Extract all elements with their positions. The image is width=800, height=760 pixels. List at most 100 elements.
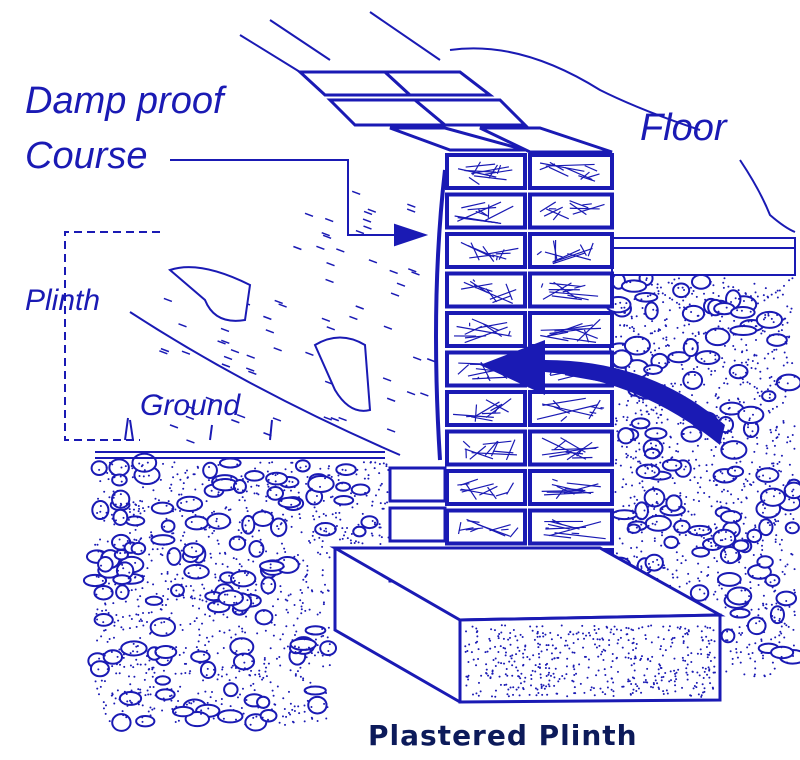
grain — [687, 510, 690, 513]
grain — [281, 633, 284, 636]
grain — [335, 525, 338, 528]
grain — [141, 587, 144, 590]
grain — [145, 672, 148, 675]
grain — [157, 469, 160, 472]
grain — [135, 625, 138, 628]
grain — [207, 640, 210, 643]
grain — [651, 655, 654, 658]
grain — [540, 683, 543, 686]
grain — [706, 574, 709, 577]
grain — [262, 676, 265, 679]
plaster-stroke — [426, 358, 436, 363]
grain — [191, 511, 194, 514]
pebble — [277, 496, 302, 509]
pebble — [694, 350, 721, 365]
brick-texture — [566, 441, 593, 461]
grain — [520, 672, 523, 675]
grain — [696, 491, 699, 494]
grain — [195, 617, 198, 620]
grain — [117, 619, 120, 622]
pebble — [217, 589, 244, 607]
grain — [266, 592, 269, 595]
grain — [745, 497, 748, 500]
grain — [240, 475, 243, 478]
grain — [748, 643, 751, 646]
grain — [99, 574, 102, 577]
brick-texture — [549, 291, 599, 297]
grain — [265, 666, 268, 669]
grain — [544, 663, 547, 666]
grain — [504, 673, 507, 676]
grain — [751, 651, 754, 654]
grain — [213, 529, 216, 532]
grain — [288, 480, 291, 483]
grain — [509, 686, 512, 689]
grain — [670, 382, 673, 385]
grain — [385, 463, 388, 466]
grain — [244, 524, 247, 527]
grain — [299, 517, 302, 520]
grain — [270, 621, 273, 624]
grain — [724, 432, 727, 435]
grain — [309, 681, 312, 684]
grain — [138, 540, 141, 543]
grain — [761, 544, 764, 547]
grain — [380, 536, 383, 539]
pebble — [113, 549, 129, 561]
grain — [101, 551, 104, 554]
grain — [764, 482, 767, 485]
grain — [310, 487, 313, 490]
grain — [168, 487, 171, 490]
grain — [687, 654, 690, 657]
grain — [122, 544, 125, 547]
grain — [234, 487, 237, 490]
grain — [132, 501, 135, 504]
grain — [255, 492, 258, 495]
grain — [183, 531, 186, 534]
grain — [382, 462, 385, 465]
grain — [245, 506, 248, 509]
plaster-stroke — [407, 203, 416, 208]
grain — [664, 649, 667, 652]
grain — [247, 558, 250, 561]
grain — [633, 336, 636, 339]
grain — [276, 559, 279, 562]
grain — [627, 678, 630, 681]
grain — [493, 629, 496, 632]
grain — [193, 620, 196, 623]
grain — [190, 546, 193, 549]
grain — [534, 687, 537, 690]
brick-texture — [554, 532, 606, 540]
grain — [257, 493, 260, 496]
grain — [554, 667, 557, 670]
grain — [247, 649, 250, 652]
grain — [700, 630, 703, 633]
plaster-stroke — [273, 347, 282, 352]
pebble — [775, 373, 800, 392]
grain — [710, 314, 713, 317]
grain — [138, 507, 141, 510]
grain — [558, 678, 561, 681]
grain — [678, 533, 681, 536]
grain — [195, 550, 198, 553]
grain — [280, 522, 283, 525]
grain — [615, 656, 618, 659]
grain — [773, 667, 776, 670]
grain — [179, 563, 182, 566]
grain — [665, 325, 668, 328]
grain — [673, 337, 676, 340]
grain — [707, 525, 710, 528]
grain — [719, 539, 722, 542]
grain — [198, 598, 201, 601]
grain — [134, 588, 137, 591]
grain — [679, 383, 682, 386]
grain — [371, 504, 374, 507]
grain — [477, 694, 480, 697]
plaster-stroke — [336, 248, 345, 253]
grain — [223, 551, 226, 554]
grain — [667, 281, 670, 284]
brick-texture — [574, 284, 586, 289]
grain — [131, 467, 134, 470]
grain — [140, 537, 143, 540]
grain — [291, 708, 294, 711]
